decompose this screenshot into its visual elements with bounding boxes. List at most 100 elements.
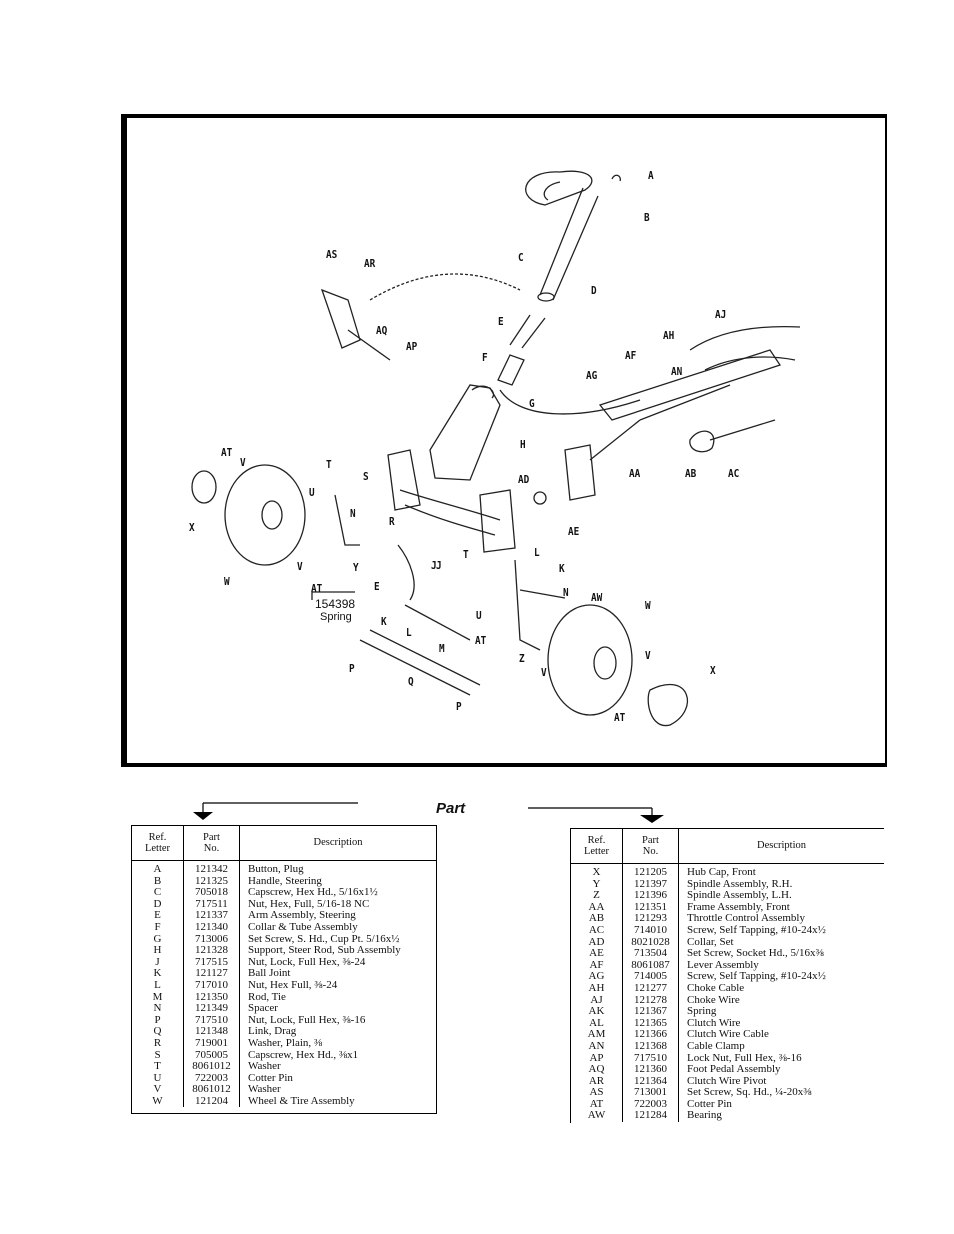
table-cell: P (154, 1014, 161, 1026)
table-cell: AT (589, 1098, 604, 1110)
table-cell: 8061087 (631, 959, 670, 971)
table-cell: 121325 (195, 875, 228, 887)
table-cell: AG (588, 971, 605, 983)
table-cell: Y (592, 878, 601, 890)
callout-label: V (541, 666, 547, 679)
diagram-frame (121, 114, 887, 767)
table-cell: F (154, 921, 161, 933)
table-cell: 121350 (195, 991, 228, 1003)
table-cell: 717515 (195, 956, 228, 968)
callout-label: AT (221, 446, 233, 459)
table-cell: AK (588, 1006, 605, 1018)
table-cell: 714010 (634, 924, 667, 936)
ref-letter-header: Ref.Letter (571, 829, 623, 863)
table-cell: Set Screw, S. Hd., Cup Pt. 5/16x½ (248, 933, 400, 945)
callout-label: AE (568, 525, 580, 538)
callout-label: J (431, 559, 437, 572)
table-cell: Throttle Control Assembly (687, 913, 805, 925)
section-title: Part (436, 800, 466, 817)
callout-label: AG (586, 369, 598, 382)
table-cell: Choke Wire (687, 994, 740, 1006)
table-cell: Clutch Wire Cable (687, 1029, 769, 1041)
table-cell: AB (588, 913, 605, 925)
table-cell: 717010 (195, 979, 228, 991)
inset-part-name: Spring (320, 611, 352, 623)
callout-label: Q (408, 675, 414, 688)
table-cell: 713006 (195, 933, 228, 945)
callout-label: J (436, 559, 442, 572)
callout-label: B (644, 211, 650, 224)
table-cell: H (153, 945, 162, 957)
callout-label: W (224, 575, 230, 588)
table-cell: AC (588, 924, 605, 936)
table-cell: B (153, 875, 162, 887)
table-cell: 713504 (634, 948, 667, 960)
callout-label: D (591, 284, 597, 297)
table-cell: R (153, 1037, 162, 1049)
table-cell: 717510 (634, 1052, 667, 1064)
table-cell: 705018 (195, 887, 228, 899)
callout-label: T (326, 458, 332, 471)
table-cell: Q (153, 1026, 162, 1038)
table-cell: L (154, 979, 161, 991)
callout-label: E (374, 580, 380, 593)
callout-label: AJ (715, 308, 727, 321)
table-cell: Collar & Tube Assembly (248, 921, 358, 933)
table-cell: Lock Nut, Full Hex, ⅜-16 (687, 1052, 802, 1064)
table-cell: 121278 (634, 994, 667, 1006)
table-cell: 8061012 (192, 1084, 231, 1096)
table-cell: 705005 (195, 1049, 228, 1061)
table-cell: Handle, Steering (248, 875, 322, 887)
table-cell: 717510 (195, 1014, 228, 1026)
table-cell: Cable Clamp (687, 1040, 745, 1052)
table-cell: 719001 (195, 1037, 228, 1049)
callout-label: R (389, 515, 395, 528)
table-cell: AF (589, 959, 604, 971)
table-cell: Spindle Assembly, L.H. (687, 890, 792, 902)
callout-label: P (349, 662, 355, 675)
table-cell: 121340 (195, 921, 228, 933)
callout-label: Y (353, 561, 359, 574)
table-cell: T (154, 1061, 161, 1073)
description-header: Description (757, 840, 806, 852)
table-cell: Cotter Pin (248, 1072, 293, 1084)
callout-label: AD (518, 473, 530, 486)
table-cell: 713001 (634, 1087, 667, 1099)
table-cell: Ball Joint (248, 968, 291, 980)
table-cell: C (153, 887, 162, 899)
table-cell: 121368 (634, 1040, 667, 1052)
table-cell: 121337 (195, 910, 228, 922)
table-cell: Washer (248, 1084, 281, 1096)
table-cell: 121351 (634, 901, 667, 913)
table-cell: Nut, Lock, Full Hex, ⅜-16 (248, 1014, 366, 1026)
table-cell: AR (588, 1075, 605, 1087)
callout-label: V (240, 456, 246, 469)
callout-label: U (309, 486, 315, 499)
table-cell: Set Screw, Socket Hd., 5/16x⅜ (687, 948, 824, 960)
table-cell: Z (593, 890, 600, 902)
callout-label: V (645, 649, 651, 662)
callout-label: AH (663, 329, 675, 342)
table-cell: 121342 (195, 864, 228, 875)
callout-label: L (534, 546, 540, 559)
table-cell: Hub Cap, Front (687, 867, 756, 878)
table-cell: A (153, 864, 162, 875)
table-cell: Choke Cable (687, 982, 745, 994)
table-cell: AW (587, 1110, 606, 1122)
callout-label: X (189, 521, 195, 534)
callout-label: AR (364, 257, 376, 270)
table-cell: S (154, 1049, 161, 1061)
table-cell: Support, Steer Rod, Sub Assembly (248, 945, 401, 957)
table-cell: 121367 (634, 1006, 667, 1018)
table-cell: Lever Assembly (687, 959, 759, 971)
table-cell: Screw, Self Tapping, #10-24x½ (687, 971, 826, 983)
callout-label: AW (591, 591, 603, 604)
callout-label: T (463, 548, 469, 561)
table-cell: 121365 (634, 1017, 667, 1029)
callout-label: Z (519, 652, 525, 665)
